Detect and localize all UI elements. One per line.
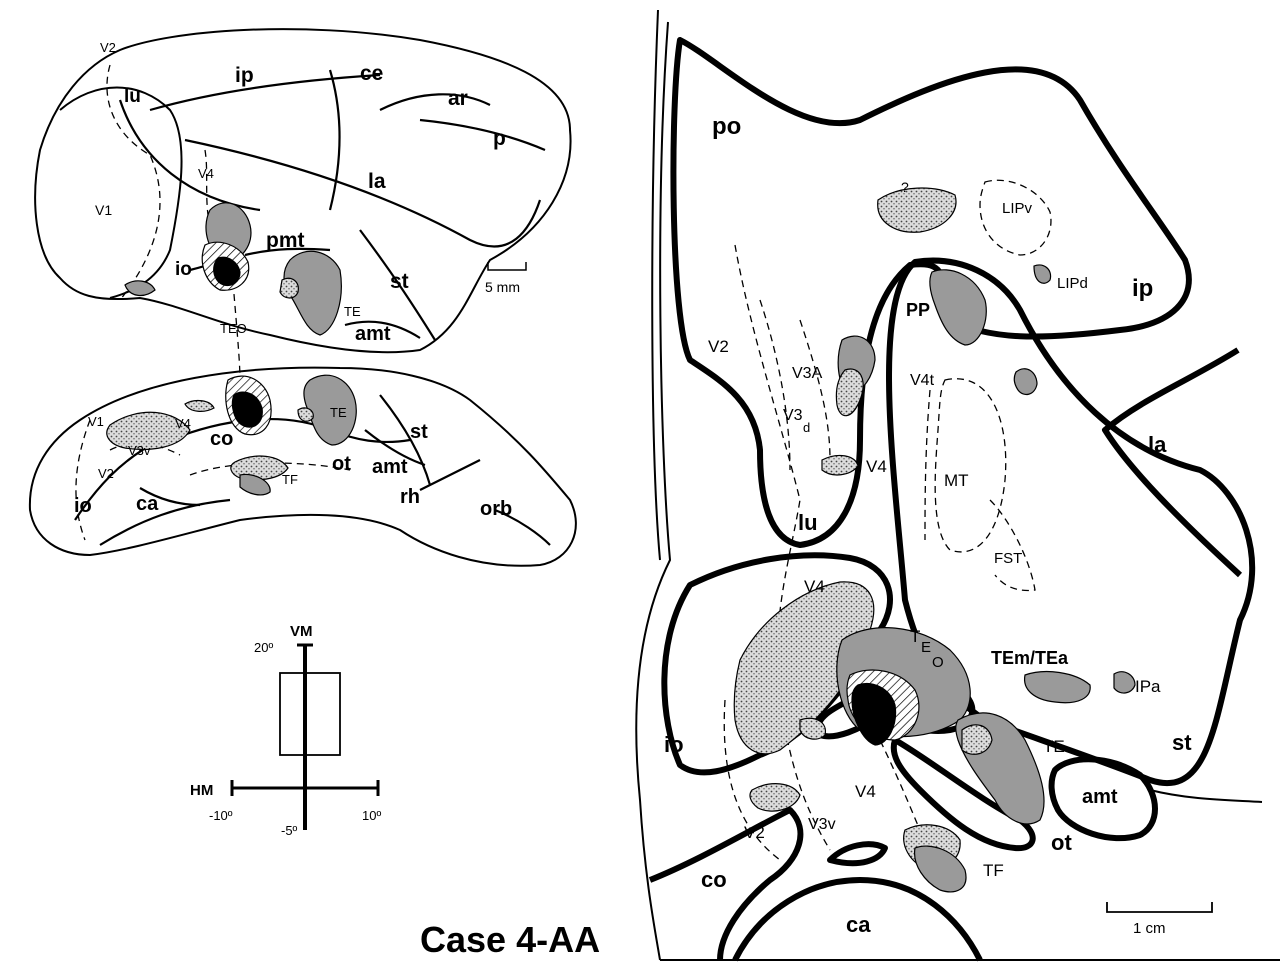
flat-label-st: st	[1172, 730, 1192, 755]
flat-label-v3-d-subscript: d	[803, 420, 810, 435]
flat-map-scale-bar	[1106, 902, 1213, 913]
flat-label-v4-lower: V4	[855, 782, 876, 801]
flat-label-teo-o: O	[932, 654, 944, 671]
lateral-label-ar: ar	[448, 87, 468, 110]
vf-label-right: 10º	[362, 808, 381, 823]
figure-title: Case 4-AA	[420, 919, 600, 960]
ventral-label-ot: ot	[332, 453, 351, 475]
lateral-label-p: p	[493, 127, 506, 150]
ventral-label-te: TE	[330, 405, 347, 420]
flat-label-co: co	[701, 867, 727, 892]
ventral-label-io: io	[74, 495, 92, 517]
flat-label-v2-upper: V2	[708, 337, 729, 356]
flat-label-v4-middle: V4	[804, 577, 825, 596]
flat-label-v3a: V3A	[792, 365, 823, 382]
lateral-label-te: TE	[344, 304, 361, 319]
lateral-label-ip: ip	[235, 64, 254, 87]
flat-label-ot: ot	[1051, 830, 1072, 855]
ventral-label-v1: V1	[88, 414, 104, 429]
ventral-label-rh: rh	[400, 486, 420, 508]
lateral-label-lu: lu	[124, 86, 141, 107]
lateral-label-v2: V2	[100, 40, 116, 55]
lateral-label-v4: V4	[198, 166, 214, 181]
lateral-label-io: io	[175, 259, 192, 280]
flat-label-po: po	[712, 113, 741, 140]
flat-label-pp: PP	[906, 300, 930, 320]
ventral-label-st: st	[410, 421, 428, 443]
flat-label-io: io	[664, 732, 684, 757]
flat-label-lipv: LIPv	[1002, 200, 1033, 217]
flat-map-scale-label: 1 cm	[1133, 920, 1166, 937]
flat-label-v2-lower: V2	[744, 823, 765, 842]
flat-label-v3-dorsal: V3	[783, 407, 803, 424]
flat-label-v4t: V4t	[910, 372, 935, 389]
ventral-label-ca: ca	[136, 493, 159, 515]
flat-label-ca: ca	[846, 912, 871, 937]
lateral-scale-bar	[487, 262, 527, 271]
vf-label-bottom: -5º	[281, 823, 298, 838]
vf-label-left: -10º	[209, 808, 233, 823]
flat-label-teo-t: T	[910, 627, 920, 646]
flat-label-lu: lu	[798, 510, 818, 535]
vf-label-top: 20º	[254, 640, 273, 655]
receptive-field-box	[279, 672, 341, 756]
lateral-label-pmt: pmt	[266, 229, 305, 252]
flat-label-tf: TF	[983, 861, 1004, 880]
flat-label-teo: T E O	[910, 627, 944, 671]
lateral-scale-label: 5 mm	[485, 279, 520, 295]
flat-label-amt: amt	[1082, 786, 1118, 808]
flat-label-question: ?	[901, 179, 909, 195]
flat-label-ip: ip	[1132, 275, 1153, 302]
ventral-brain-view	[28, 366, 577, 567]
flat-label-v4-upper: V4	[866, 457, 887, 476]
ventral-label-co: co	[210, 428, 233, 450]
flat-label-la: la	[1148, 432, 1167, 457]
flat-label-tem-tea: TEm/TEa	[991, 648, 1069, 668]
ventral-label-amt: amt	[372, 456, 408, 478]
ventral-label-orb: orb	[480, 498, 512, 520]
vf-label-hm: HM	[190, 782, 213, 799]
flat-label-lipd: LIPd	[1057, 275, 1088, 292]
ventral-label-v3v: V3v	[128, 443, 151, 458]
ventral-label-v4: V4	[175, 416, 191, 431]
visual-field-diagram	[230, 643, 380, 830]
flat-map	[635, 9, 1280, 962]
flat-label-mt: MT	[944, 471, 969, 490]
flat-label-teo-e: E	[921, 639, 931, 656]
lateral-label-st: st	[390, 270, 409, 293]
lateral-label-la: la	[368, 170, 386, 193]
ventral-label-v2: V2	[98, 466, 114, 481]
lateral-brain-view	[34, 28, 572, 381]
lateral-label-amt: amt	[355, 323, 391, 345]
lateral-label-v1: V1	[95, 202, 112, 218]
lateral-label-ce: ce	[360, 62, 383, 85]
ventral-label-tf: TF	[282, 472, 298, 487]
vf-label-vm: VM	[290, 623, 313, 640]
flat-label-ipa: IPa	[1135, 677, 1161, 696]
lateral-label-teo: TEO	[220, 321, 247, 336]
flat-label-te: TE	[1043, 737, 1065, 756]
flat-label-fst: FST	[994, 550, 1022, 567]
flat-label-v3v: V3v	[808, 816, 836, 833]
